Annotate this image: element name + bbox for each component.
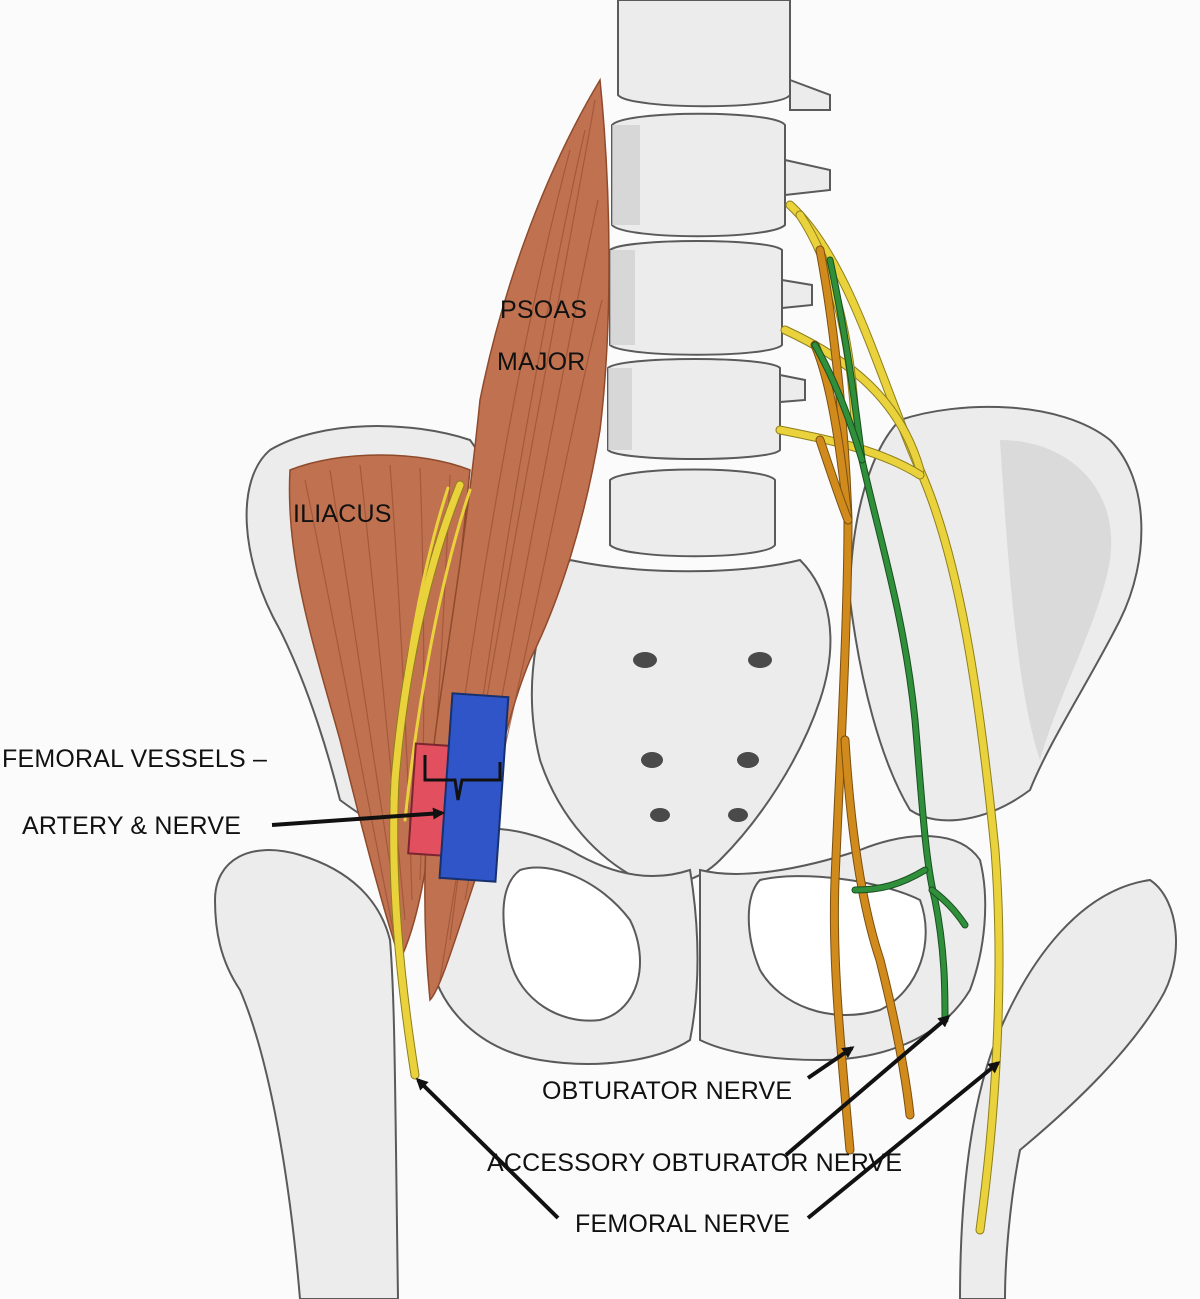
accessory-obturator-nerve xyxy=(811,256,969,1024)
accessory-obturator-arrow xyxy=(784,1015,951,1157)
sacral-foramen xyxy=(641,752,663,768)
sacral-foramen xyxy=(728,808,748,822)
femoral-nerve-arrow-left xyxy=(415,1077,560,1220)
label-major: MAJOR xyxy=(497,348,586,376)
label-obturator-nerve: OBTURATOR NERVE xyxy=(542,1077,793,1105)
femoral-vein xyxy=(438,692,510,883)
right-iliac-shade xyxy=(1000,440,1112,760)
label-artery-nerve: ARTERY & NERVE xyxy=(22,812,242,840)
left-femur xyxy=(213,849,400,1299)
sacral-foramen xyxy=(650,808,670,822)
right-iliac-wing xyxy=(848,405,1143,822)
femoral-nerve-arrow-right xyxy=(806,1061,1001,1220)
right-femur xyxy=(958,878,1177,1299)
label-psoas: PSOAS xyxy=(500,296,588,324)
femoral-nerve-left xyxy=(389,480,472,1080)
artery-nerve-arrow xyxy=(271,807,445,827)
sacral-foramen xyxy=(633,652,657,668)
obturator-arrow xyxy=(806,1046,855,1080)
femoral-bracket xyxy=(423,755,502,801)
label-iliacus: ILIACUS xyxy=(293,500,392,528)
label-accessory-obturator-nerve: ACCESSORY OBTURATOR NERVE xyxy=(487,1149,903,1177)
label-femoral-vessels: FEMORAL VESSELS – xyxy=(2,745,268,773)
left-obturator-foramen xyxy=(502,866,641,1022)
sacral-foramen xyxy=(737,752,759,768)
label-femoral-nerve: FEMORAL NERVE xyxy=(575,1210,791,1238)
sacrum xyxy=(530,558,832,885)
lumbar-spine xyxy=(607,0,831,558)
sacral-foramen xyxy=(748,652,772,668)
